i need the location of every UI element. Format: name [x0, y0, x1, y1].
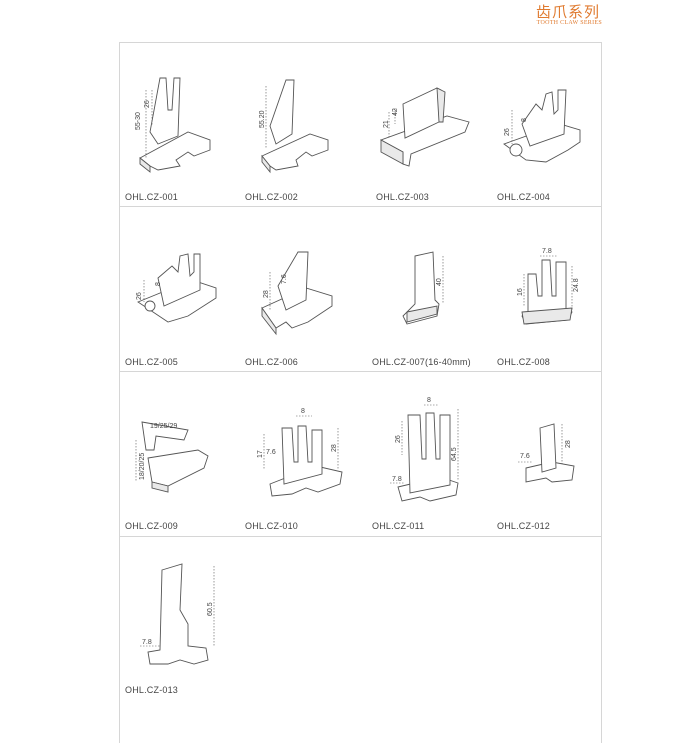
- dimension-label: 19/25/29: [150, 423, 177, 430]
- dimension-label: 7.8: [542, 248, 552, 255]
- dimension-label: 7.6: [520, 453, 530, 460]
- dimension-label: 40: [436, 278, 443, 286]
- dimension-label: 42: [392, 108, 399, 116]
- product-code: OHL.CZ-011: [372, 521, 425, 531]
- product-illustration: 26 8: [503, 89, 581, 163]
- product-illustration: 8 26 64.5 7.8: [390, 397, 459, 502]
- product-code: OHL.CZ-002: [245, 192, 299, 202]
- row-divider: [119, 536, 601, 537]
- dimension-label: 60.5: [207, 602, 214, 616]
- product-code: OHL.CZ-001: [125, 192, 179, 202]
- dimension-label: 28: [263, 290, 270, 298]
- dimension-label: 21: [383, 120, 390, 128]
- dimension-label: 7.8: [142, 639, 152, 646]
- row-divider: [119, 206, 601, 207]
- dimension-label: 8: [521, 118, 528, 122]
- dimension-label: 18/20/25: [139, 453, 146, 480]
- product-illustration: 55-30 26: [135, 77, 211, 173]
- product-illustration: 28 7.6: [518, 423, 575, 483]
- dimension-label: 55-30: [135, 112, 142, 130]
- dimension-label: 26: [504, 128, 511, 136]
- dimension-label: 7.6: [281, 274, 288, 284]
- product-illustration: 19/25/29 18/20/25: [135, 421, 209, 493]
- dimension-label: 16: [517, 288, 524, 296]
- product-illustration: 26 8: [136, 253, 217, 323]
- product-illustration: 60.5 7.8: [140, 563, 215, 665]
- dimension-label: 17: [257, 450, 264, 458]
- product-illustration: 21 42: [379, 87, 470, 167]
- product-code: OHL.CZ-012: [497, 521, 551, 531]
- product-code: OHL.CZ-008: [497, 357, 551, 367]
- dimension-label: 24.8: [573, 278, 580, 292]
- dimension-label: 28: [331, 444, 338, 452]
- dimension-label: 55.20: [259, 110, 266, 128]
- series-subtitle: TOOTH CLAW SERIES: [536, 20, 602, 26]
- dimension-label: 7.8: [392, 476, 402, 483]
- product-code: OHL.CZ-007(16-40mm): [372, 357, 471, 367]
- dimension-label: 8: [301, 408, 305, 415]
- product-code: OHL.CZ-003: [376, 192, 430, 202]
- product-illustration: 40: [402, 251, 444, 325]
- dimension-label: 64.5: [451, 447, 458, 461]
- product-code: OHL.CZ-013: [125, 685, 179, 695]
- product-code: OHL.CZ-005: [125, 357, 179, 367]
- dimension-label: 26: [144, 100, 151, 108]
- dimension-label: 26: [395, 435, 402, 443]
- dimension-label: 26: [136, 292, 143, 300]
- dimension-label: 8: [427, 397, 431, 404]
- dimension-label: 28: [565, 440, 572, 448]
- series-title: 齿爪系列: [535, 3, 600, 21]
- dimension-label: 7.6: [266, 449, 276, 456]
- product-illustration: 7.8 16 24.8: [517, 248, 580, 325]
- product-code: OHL.CZ-009: [125, 521, 179, 531]
- product-illustration: 28 7.6: [261, 251, 333, 336]
- product-code: OHL.CZ-006: [245, 357, 299, 367]
- product-illustration: 55.20: [259, 79, 329, 174]
- dimension-label: 8: [155, 282, 162, 286]
- row-divider: [119, 371, 601, 372]
- product-code: OHL.CZ-010: [245, 521, 299, 531]
- product-code: OHL.CZ-004: [497, 192, 551, 202]
- catalog-panel: [119, 42, 602, 743]
- product-illustration: 8 17 7.6 28: [257, 408, 343, 497]
